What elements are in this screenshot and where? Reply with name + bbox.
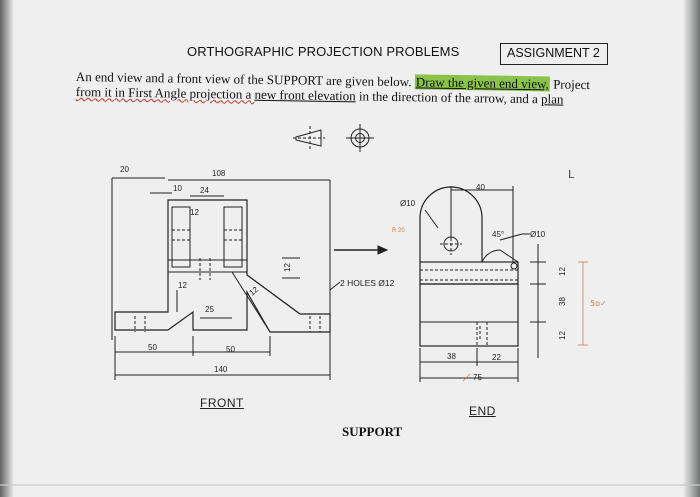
dim-10: 10 — [173, 184, 182, 193]
dim-12-top: 12 — [190, 208, 199, 217]
dim-dia10-right: Ø10 — [530, 230, 546, 239]
dim-50-left: 50 — [148, 343, 157, 352]
dim-140: 140 — [214, 365, 228, 374]
dim-40: 40 — [476, 183, 485, 192]
dim-12-left: 12 — [178, 281, 187, 290]
assignment-label: ASSIGNMENT 2 — [507, 46, 600, 60]
dim-24: 24 — [200, 186, 209, 195]
dim-22: 22 — [492, 353, 501, 362]
part-name-label: SUPPORT — [342, 424, 403, 439]
dim-75: 75 — [473, 373, 482, 382]
end-view-label: END — [469, 404, 496, 418]
front-view-drawing — [111, 177, 331, 380]
end-view-drawing — [329, 186, 546, 382]
dim-45deg: 45° — [492, 230, 504, 239]
dim-12-top-right: 12 — [558, 267, 567, 276]
dim-12-bottom-right: 12 — [558, 331, 567, 340]
front-view-label: FRONT — [200, 396, 244, 410]
dim-r20: R 20 — [392, 228, 405, 234]
dim-12-right: 12 — [283, 263, 292, 272]
dim-50-right: 50 — [226, 345, 235, 354]
assignment-box — [500, 43, 608, 65]
pencil-score: 5o✓ — [590, 299, 607, 308]
dim-20: 20 — [120, 165, 129, 174]
dim-38-right: 38 — [558, 297, 567, 306]
page-title: ORTHOGRAPHIC PROJECTION PROBLEMS — [187, 44, 460, 59]
dim-dia10-top: Ø10 — [400, 199, 416, 208]
dim-25: 25 — [205, 305, 214, 314]
dim-38-bottom: 38 — [447, 352, 456, 361]
direction-arrow-icon — [334, 245, 389, 255]
pencil-mark-l: L — [568, 168, 575, 181]
holes-note: 2 HOLES Ø12 — [340, 278, 395, 288]
dim-108: 108 — [212, 169, 226, 178]
pencil-marks — [462, 261, 588, 382]
first-angle-symbol-icon — [293, 124, 374, 152]
